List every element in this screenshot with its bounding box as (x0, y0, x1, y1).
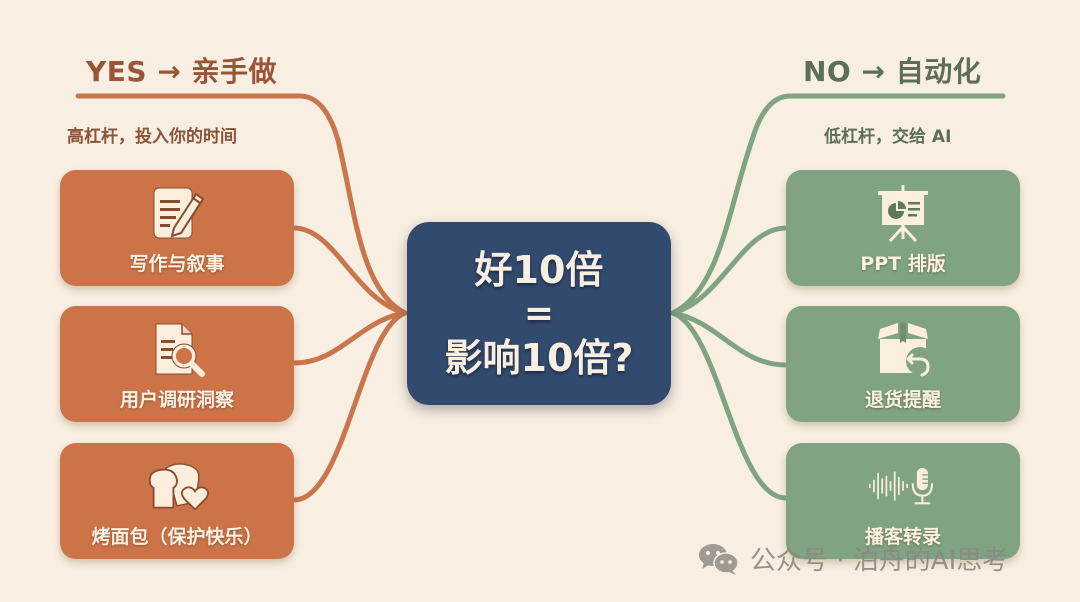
soundwave-microphone-icon (867, 456, 939, 516)
no-branch-heading: NO → 自动化 (803, 55, 982, 88)
node-label: 写作与叙事 (129, 252, 225, 275)
document-search-icon (141, 319, 213, 379)
watermark-text: 公众号 · 泊舟的AI思考 (750, 546, 1009, 576)
node-label: 用户调研洞察 (119, 388, 234, 411)
yes-branch-subheading: 高杠杆，投入你的时间 (67, 127, 237, 147)
center-line-1: 好10倍 (474, 247, 604, 292)
center-line-3: 影响10倍? (444, 335, 634, 380)
watermark: 公众号 · 泊舟的AI思考 (698, 540, 1008, 577)
node-label: 退货提醒 (864, 388, 941, 411)
wechat-icon (698, 542, 740, 576)
node-label: PPT 排版 (860, 252, 946, 275)
node-bake-bread[interactable]: 烤面包（保护快乐） (60, 443, 294, 559)
node-label: 播客转录 (864, 525, 941, 548)
document-pencil-icon (141, 183, 213, 243)
node-ppt-layout[interactable]: PPT 排版 (786, 170, 1020, 286)
yes-branch-heading: YES → 亲手做 (86, 55, 278, 88)
node-label: 烤面包（保护快乐） (91, 525, 263, 548)
box-return-icon (867, 319, 939, 379)
center-equals: = (523, 292, 555, 334)
presentation-chart-icon (867, 183, 939, 243)
bread-heart-icon (141, 456, 213, 516)
node-user-research[interactable]: 用户调研洞察 (60, 306, 294, 422)
central-question: 好10倍 = 影响10倍? (407, 222, 671, 405)
node-writing-storytelling[interactable]: 写作与叙事 (60, 170, 294, 286)
node-return-reminder[interactable]: 退货提醒 (786, 306, 1020, 422)
no-branch-subheading: 低杠杆，交给 AI (824, 127, 952, 147)
node-podcast-transcription[interactable]: 播客转录 (786, 443, 1020, 559)
